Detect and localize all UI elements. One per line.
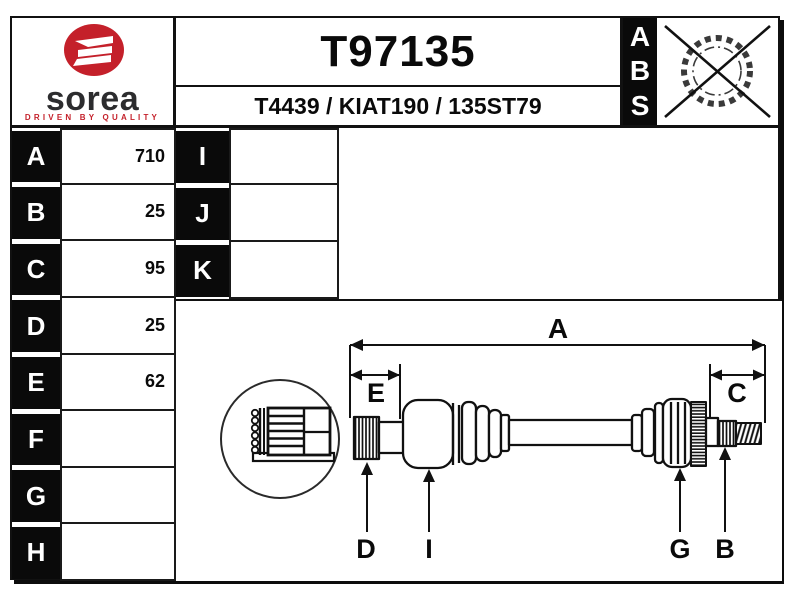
arrowhead [350, 369, 362, 381]
abs-label-strip: A B S [623, 18, 657, 125]
row-label: I [176, 130, 229, 183]
table-row: C 95 [12, 241, 176, 298]
table-row: E 62 [12, 354, 176, 412]
driveshaft-outline [352, 397, 762, 470]
row-label: G [12, 470, 60, 522]
brand-name: sorea [45, 80, 140, 118]
arrowhead [719, 447, 731, 460]
callout-label-I: I [425, 534, 433, 564]
brand-logo-box: sorea DRIVEN BY QUALITY [12, 18, 176, 125]
outer-boot-rib [640, 407, 656, 458]
row-label: E [12, 357, 60, 409]
part-number: T97135 [176, 18, 621, 87]
row-label: H [12, 526, 60, 579]
abs-letter-a: A [629, 21, 651, 53]
abs-tone-ring [690, 401, 707, 467]
inner-boot-rib [460, 400, 478, 466]
inner-boot-rib [487, 408, 503, 459]
inner-boot-rib [474, 404, 491, 463]
arrowhead [423, 469, 435, 482]
outer-boot-rib [653, 401, 665, 465]
threaded-end [735, 422, 762, 445]
arrowhead [752, 339, 765, 351]
row-label: C [12, 243, 60, 296]
table-row: K [176, 242, 339, 299]
row-value: 25 [60, 184, 176, 242]
sorea-logo-icon [64, 24, 124, 76]
arrowhead [753, 369, 765, 381]
outer-step [704, 416, 720, 448]
arrowhead [361, 462, 373, 475]
brand-tagline: DRIVEN BY QUALITY [24, 113, 161, 122]
arrowhead [710, 369, 722, 381]
row-value: 25 [60, 297, 176, 355]
driveshaft-drawing: A E C [176, 299, 782, 581]
boot-collar [499, 413, 511, 453]
abs-letter-s: S [630, 89, 650, 121]
row-value [60, 467, 176, 525]
table-row: G [12, 467, 176, 525]
table-row: H [12, 524, 176, 581]
inner-spline [352, 415, 381, 461]
inner-neck [377, 420, 407, 455]
row-label: D [12, 300, 60, 352]
part-references: T4439 / KIAT190 / 135ST79 [254, 92, 542, 119]
serrated-edge [250, 408, 260, 455]
callout-label-G: G [669, 534, 690, 564]
row-label: K [176, 244, 229, 297]
extra-dimensions-table: I J K [176, 128, 339, 299]
row-value [60, 524, 176, 581]
crossed-abs-ring-icon [664, 25, 771, 118]
row-value [60, 411, 176, 468]
row-label: A [12, 130, 60, 183]
row-value [229, 128, 339, 185]
header: sorea DRIVEN BY QUALITY T97135 T4439 / K… [12, 18, 778, 128]
table-row: D 25 [12, 297, 176, 355]
table-row: B 25 [12, 184, 176, 242]
row-label: B [12, 187, 60, 239]
dimension-line-A [349, 344, 766, 423]
callout-lines [366, 458, 726, 532]
title-block: T97135 T4439 / KIAT190 / 135ST79 [176, 18, 624, 125]
callout-label-B: B [715, 534, 735, 564]
dim-label-A: A [548, 313, 568, 344]
abs-letter-b: B [629, 55, 651, 87]
arrowhead [674, 468, 686, 481]
row-label: F [12, 413, 60, 466]
row-value: 95 [60, 241, 176, 298]
spline-hatch [268, 414, 304, 448]
row-value: 710 [60, 128, 176, 185]
row-value [229, 242, 339, 299]
arrowhead [350, 339, 363, 351]
dim-label-C: C [727, 378, 747, 408]
row-value [229, 185, 339, 242]
inner-cv-housing [401, 398, 455, 470]
outer-spline [716, 419, 738, 448]
table-row: F [12, 411, 176, 468]
table-row: J [176, 185, 339, 242]
row-value: 62 [60, 354, 176, 412]
spline-detail-view [220, 379, 340, 499]
abs-not-available-box [657, 18, 778, 125]
outer-boot-rib [630, 413, 644, 453]
driveshaft-diagram: A E C [220, 313, 766, 564]
table-row: I [176, 128, 339, 185]
shaft-bar [507, 418, 634, 447]
table-row: A 710 [12, 128, 176, 185]
arrowhead [388, 369, 400, 381]
dimensions-table: A 710 B 25 C 95 D 25 E 62 F G H [12, 128, 176, 581]
row-label: J [176, 187, 229, 240]
dim-label-E: E [367, 378, 385, 408]
part-datasheet: sorea DRIVEN BY QUALITY T97135 T4439 / K… [10, 16, 782, 581]
callout-label-D: D [356, 534, 376, 564]
